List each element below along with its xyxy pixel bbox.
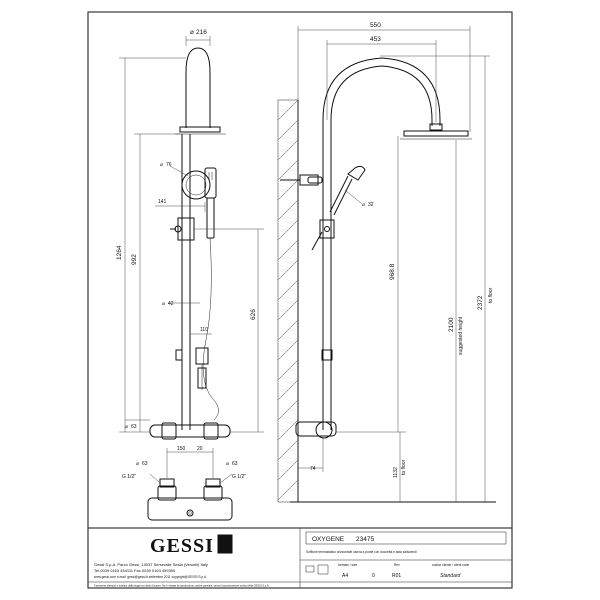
svg-text:⌀: ⌀ <box>362 202 365 208</box>
company-line3: www.gessi.com e-mail: gessi@gessi.it set… <box>94 575 207 579</box>
client-value: Standard <box>440 573 461 579</box>
to-floor-label-b: to floor <box>401 459 407 475</box>
dim-76: 76 <box>166 162 172 168</box>
g-thread-right: G 1/2" <box>232 474 246 480</box>
brand-logo: GESSI <box>150 535 214 557</box>
svg-text:⌀: ⌀ <box>160 162 163 168</box>
rev-zero: 0 <box>372 573 375 579</box>
svg-text:⌀: ⌀ <box>162 301 165 307</box>
dim-110: 110 <box>200 327 208 333</box>
company-line2: Tel.0039 0163 454111 Fax.0039 0163 45935… <box>94 568 176 573</box>
dim-141: 141 <box>158 199 167 205</box>
dim-626: 626 <box>250 309 257 320</box>
brand-logo-square <box>217 534 233 554</box>
bottom-view: 150 20 ⌀ 63 ⌀ 63 G 1/2" G 1/2" <box>122 446 246 521</box>
svg-text:⌀: ⌀ <box>125 424 128 430</box>
to-floor-label-a: to floor <box>488 287 494 303</box>
dim-63-bottom-left: 63 <box>142 461 148 467</box>
dim-63-bottom-right: 63 <box>232 461 238 467</box>
dim-20: 20 <box>197 446 203 452</box>
front-view: ⌀ 216 ⌀ 76 141 ⌀ 42 110 1264 992 626 ⌀ <box>116 29 264 440</box>
dim-1132: 1132 <box>393 467 399 478</box>
svg-text:⌀: ⌀ <box>190 29 194 36</box>
dim-968: 968.8 <box>389 263 396 280</box>
format-value: A4 <box>342 573 348 579</box>
dim-74: 74 <box>310 466 316 472</box>
dim-2372: 2372 <box>477 295 484 310</box>
dim-2100: 2100 <box>448 317 455 332</box>
copyright-footer: Il presente disegno è tutelato dalla leg… <box>94 584 270 588</box>
company-line1: Gessi S.p.A. Parco Gessi, 13037 Serraval… <box>94 562 208 567</box>
dim-150: 150 <box>177 446 186 452</box>
side-view: 550 453 ⌀ 32 968.8 2100 suggested height… <box>277 22 496 503</box>
dim-1264: 1264 <box>116 245 123 260</box>
dim-453: 453 <box>370 36 381 43</box>
format-label: formato / size <box>338 563 357 567</box>
product-code: 23475 <box>356 536 374 543</box>
dim-992: 992 <box>131 254 138 265</box>
suggested-height-label: suggested height <box>458 316 464 355</box>
dim-32: 32 <box>368 202 374 208</box>
svg-text:⌀: ⌀ <box>136 461 139 467</box>
dim-63-left: 63 <box>131 424 137 430</box>
rev-label: Rev <box>394 563 400 567</box>
dim-42: 42 <box>168 301 174 307</box>
title-block: GESSI Gessi S.p.A. Parco Gessi, 13037 Se… <box>88 527 512 588</box>
svg-text:⌀: ⌀ <box>226 461 229 467</box>
dim-216: 216 <box>196 29 207 36</box>
product-name: OXYGENE <box>312 536 345 543</box>
client-label: codice cliente / client code <box>432 563 469 567</box>
g-thread-left: G 1/2" <box>122 474 136 480</box>
rev-value: R01 <box>392 573 401 579</box>
dim-550: 550 <box>370 22 381 29</box>
product-description: Soffione termostatico orizzontale canna … <box>306 550 417 554</box>
